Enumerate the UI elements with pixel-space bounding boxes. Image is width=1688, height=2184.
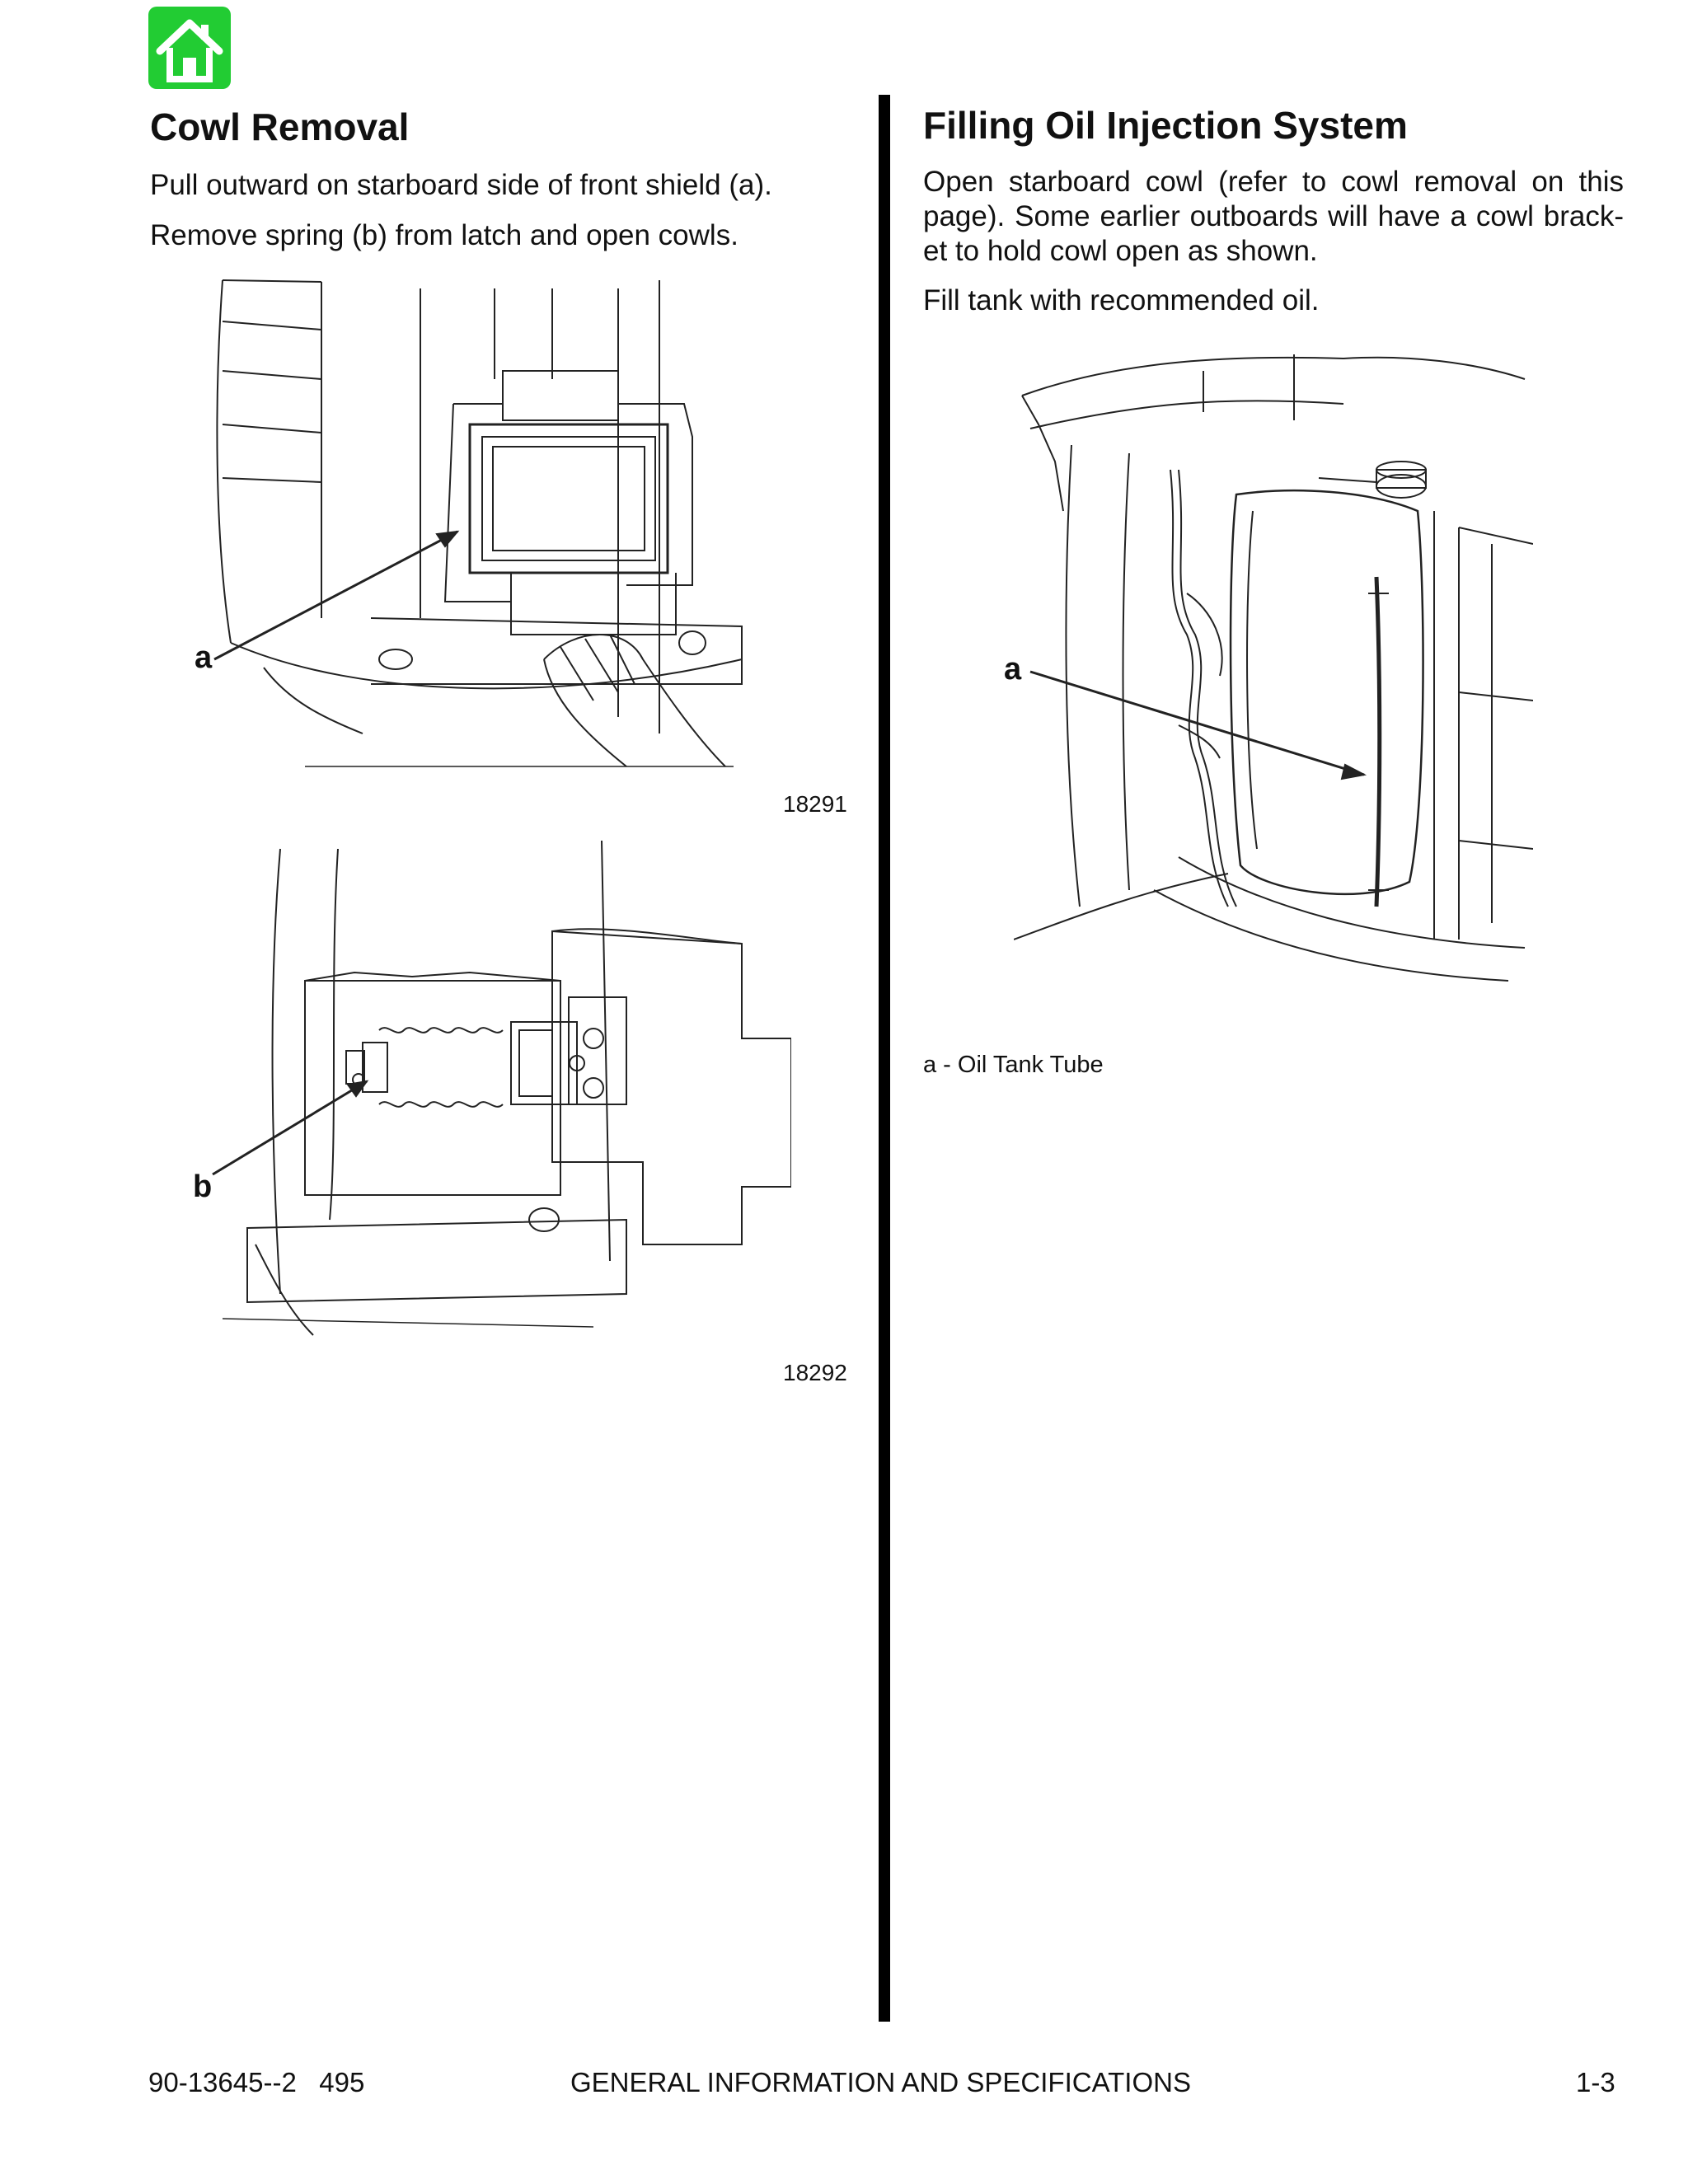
- figure-latch-spring: [198, 832, 792, 1343]
- cowl-removal-title: Cowl Removal: [150, 105, 410, 148]
- figure-oil-tank: [1013, 346, 1534, 989]
- column-divider: [879, 95, 890, 2022]
- figure2-number: 18292: [783, 1360, 847, 1385]
- figure2-callout-b: b: [193, 1169, 213, 1204]
- figure-front-shield: [198, 272, 791, 775]
- oil-injection-step-2: Fill tank with recommended oil.: [923, 284, 1320, 316]
- footer-doc-number: 90-13645--2 495: [148, 2067, 365, 2097]
- footer-section-title: GENERAL INFORMATION AND SPECIFICATIONS: [570, 2067, 1191, 2097]
- oil-injection-title: Filling Oil Injection System: [923, 104, 1408, 147]
- figure3-callout-a: a: [1004, 652, 1022, 687]
- figure1-callout-a: a: [195, 640, 213, 675]
- footer-page-number: 1-3: [1576, 2067, 1615, 2097]
- home-button[interactable]: [148, 7, 231, 89]
- oil-injection-step-1: Open starboard cowl (refer to cowl remov…: [923, 166, 1624, 267]
- cowl-removal-step-2: Remove spring (b) from latch and open co…: [150, 219, 738, 251]
- figure3-legend: a - Oil Tank Tube: [923, 1052, 1104, 1078]
- figure1-number: 18291: [783, 791, 847, 817]
- cowl-removal-step-1: Pull outward on starboard side of front …: [150, 169, 772, 201]
- home-icon: [156, 19, 223, 82]
